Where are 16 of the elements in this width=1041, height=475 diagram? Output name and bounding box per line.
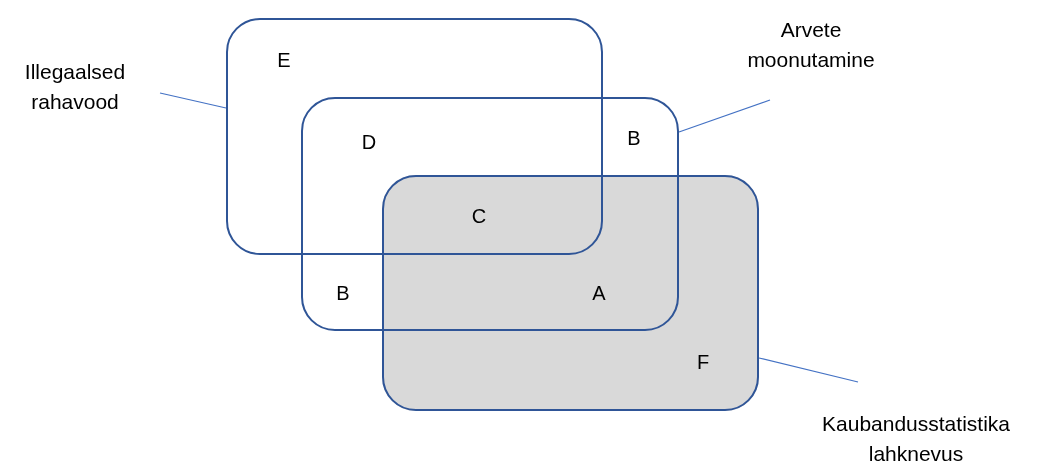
leader-line (758, 357, 859, 383)
region-letter: C (471, 204, 487, 228)
region-letter: D (361, 130, 377, 154)
rounded-region-outline (226, 18, 603, 255)
leader-line (678, 99, 771, 133)
region-letter: A (592, 281, 606, 305)
rounded-region-outline (301, 97, 679, 331)
rounded-region-outline (382, 175, 759, 411)
callout-text: Illegaalsed rahavood (0, 52, 150, 122)
callout-text: Arvete moonutamine (726, 10, 896, 80)
leader-line (159, 92, 227, 109)
callout-text: Kaubandusstatistika lahknevus (796, 406, 1036, 472)
region-letter: B (627, 126, 641, 150)
region-letter: E (277, 48, 291, 72)
region-letter: B (336, 281, 350, 305)
region-letter: F (696, 350, 710, 374)
